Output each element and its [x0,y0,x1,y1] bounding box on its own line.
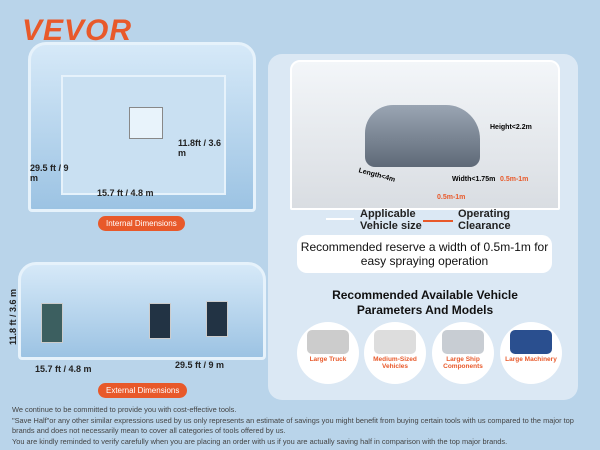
internal-height: 11.8ft / 3.6 m [178,138,222,158]
width-limit: Width<1.75m [452,176,496,183]
model-large-truck: Large Truck [297,322,359,384]
external-length: 29.5 ft / 9 m [175,360,225,370]
vehicle-size-line [326,218,354,220]
disclaimer-line: You are kindly reminded to verify carefu… [12,436,508,446]
clearance-left: 0.5m-1m [437,194,466,201]
disclaimer-line: We continue to be committed to provide y… [12,405,237,414]
internal-width: 15.7 ft / 4.8 m [97,188,154,198]
tractor-icon [510,330,552,354]
clearance-arrow [423,220,453,222]
clearance-right: 0.5m-1m [500,176,529,183]
external-tent-image [18,262,266,360]
internal-depth: 29.5 ft / 9 m [30,163,69,183]
disclaimer: We continue to be committed to provide y… [12,405,597,447]
height-limit: Height<2.2m [490,124,532,131]
vehicle-size-legend: Applicable Vehicle size [360,208,422,232]
vevor-logo: VEVOR [22,14,133,47]
van-icon [374,330,416,354]
internal-tent-image [28,42,256,212]
model-large-ship: Large Ship Components [432,322,494,384]
external-height: 11.8 ft / 3.6 m [8,288,18,345]
model-large-machinery: Large Machinery [500,322,562,384]
car-image [365,105,480,167]
internal-dimensions-label: Internal Dimensions [98,216,185,231]
external-width: 15.7 ft / 4.8 m [35,364,92,374]
yacht-icon [442,330,484,354]
clearance-legend: Operating Clearance [458,208,511,232]
models-title: Recommended Available Vehicle Parameters… [332,288,518,317]
model-medium-vehicles: Medium-Sized Vehicles [364,322,426,384]
external-dimensions-label: External Dimensions [98,383,188,398]
truck-icon [307,330,349,354]
booth-diagram [290,60,560,210]
disclaimer-line: "Save Half"or any other similar expressi… [12,415,574,436]
recommendation-box: Recommended reserve a width of 0.5m-1m f… [297,235,552,273]
